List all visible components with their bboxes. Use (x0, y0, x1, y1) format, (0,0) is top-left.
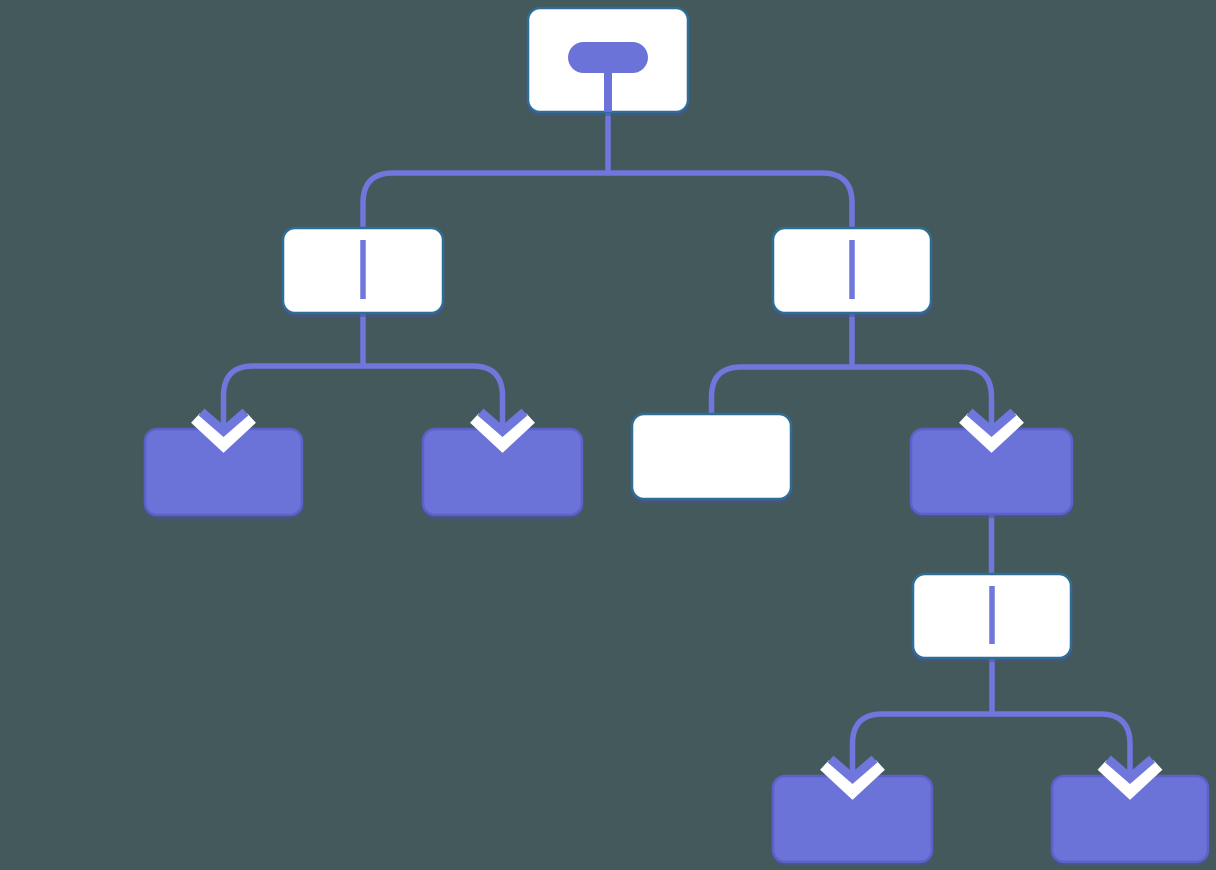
node-layer (143, 6, 1210, 866)
arrowhead-chevron-white-icon (191, 413, 256, 453)
node-box-plain-1[interactable] (630, 412, 793, 501)
arrowhead-layer (191, 408, 1163, 800)
icon-layer (360, 42, 995, 644)
connector-edge (708, 305, 995, 427)
arrowhead-chevron-purple-icon (827, 755, 878, 784)
root-pill-icon (568, 42, 648, 73)
arrowhead-chevron-white-icon (470, 413, 535, 453)
arrowhead-chevron-purple-icon (966, 408, 1017, 437)
arrowhead-chevron-white-icon (1097, 760, 1163, 800)
arrowhead-chevron-purple-icon (198, 408, 249, 437)
arrowhead-chevron-purple-icon (477, 408, 528, 437)
arrowhead-chevron-purple-icon (1105, 755, 1155, 784)
connector-edge (220, 305, 506, 427)
arrowhead-chevron-white-icon (820, 760, 885, 800)
connector-edge (849, 650, 1133, 774)
connector-edge (360, 104, 855, 236)
arrowhead-chevron-white-icon (959, 413, 1024, 453)
root-pill-stem-icon (604, 70, 612, 112)
node-plain-1 (630, 412, 793, 503)
